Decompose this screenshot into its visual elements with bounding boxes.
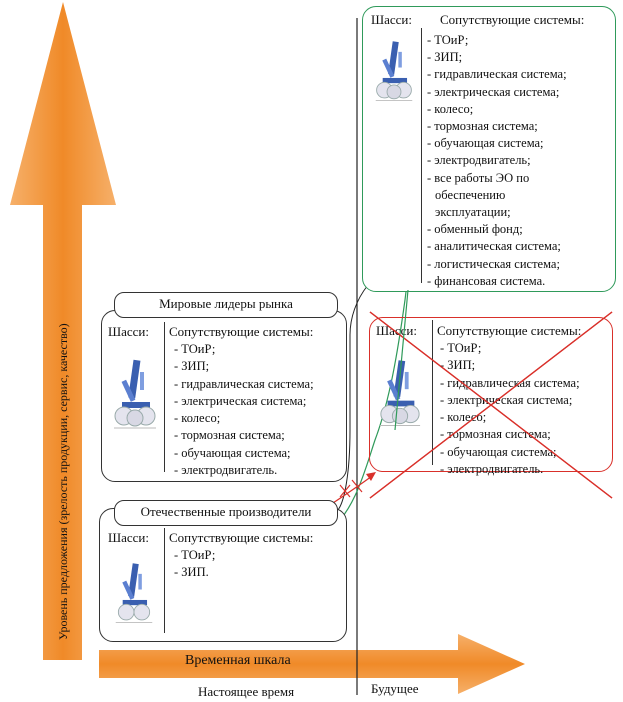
list-item: - логистическая система; — [427, 256, 560, 271]
list-item: эксплуатации; — [435, 205, 511, 220]
future-target-systems-title: Сопутствующие системы: — [440, 12, 585, 27]
horizontal-axis-label: Временная шкала — [185, 653, 291, 668]
list-item: - тормозная система; — [427, 119, 538, 134]
list-item: - обучающая система; — [427, 136, 544, 151]
landing-gear-icon — [115, 563, 153, 623]
domestic-chassis-label: Шасси: — [108, 530, 149, 545]
world-leaders-list: - ТОиР; - ЗИП; - гидравлическая система;… — [174, 341, 314, 479]
list-item: - тормозная система; — [440, 427, 551, 442]
domestic-systems-title: Сопутствующие системы: — [169, 530, 314, 545]
list-item: - ЗИП. — [174, 565, 209, 580]
world-leaders-systems-title: Сопутствующие системы: — [169, 324, 314, 339]
landing-gear-icon — [379, 360, 421, 426]
list-item: - обменный фонд; — [427, 222, 523, 237]
list-item: - электродвигатель. — [440, 462, 544, 477]
list-item: обеспечению — [435, 187, 506, 202]
world-leaders-box — [101, 310, 347, 482]
future-target-divider — [421, 28, 422, 283]
future-rejected-chassis-label: Шасси: — [376, 323, 417, 338]
list-item: - гидравлическая система; — [440, 375, 580, 390]
present-label: Настоящее время — [198, 684, 295, 699]
list-item: - гидравлическая система; — [174, 376, 314, 391]
list-item: - аналитическая система; — [427, 239, 561, 254]
world-leaders-title: Мировые лидеры рынка — [114, 292, 338, 318]
list-item: - финансовая система. — [427, 273, 546, 288]
future-target-box — [362, 6, 616, 292]
landing-gear-icon — [114, 359, 156, 429]
list-item: - электрическая система; — [440, 392, 573, 407]
list-item: - электрическая система; — [427, 84, 560, 99]
future-label: Будущее — [371, 681, 419, 696]
list-item: - колесо; — [427, 101, 474, 116]
list-item: - обучающая система; — [174, 445, 291, 460]
vertical-axis-arrow — [10, 2, 116, 660]
list-item: - электродвигатель; — [427, 153, 531, 168]
list-item: - обучающая система; — [440, 444, 557, 459]
list-item: - электродвигатель. — [174, 463, 278, 478]
list-item: - ТОиР; — [440, 341, 482, 355]
world-leaders-chassis-label: Шасси: — [108, 324, 149, 339]
list-item: - все работы ЭО по — [427, 170, 530, 185]
future-rejected-list: - ТОиР; - ЗИП; - гидравлическая система;… — [440, 340, 580, 478]
future-rejected-systems-title: Сопутствующие системы: — [437, 323, 582, 338]
future-rejected-divider — [432, 320, 433, 465]
list-item: - колесо; — [174, 411, 221, 426]
list-item: - тормозная система; — [174, 428, 285, 443]
list-item: - гидравлическая система; — [427, 67, 567, 82]
domestic-list: - ТОиР; - ЗИП. — [174, 547, 215, 582]
domestic-divider — [164, 528, 165, 633]
world-leaders-divider — [164, 322, 165, 472]
future-target-chassis-label: Шасси: — [371, 12, 412, 27]
list-item: - ЗИП; — [427, 50, 463, 65]
list-item: - ТОиР; — [427, 33, 469, 47]
list-item: - электрическая система; — [174, 393, 307, 408]
vertical-axis-label: Уровень предложения (зрелость продукции,… — [56, 323, 70, 640]
list-item: - колесо; — [440, 410, 487, 425]
future-target-list: - ТОиР; - ЗИП; - гидравлическая система;… — [427, 32, 567, 290]
list-item: - ЗИП; — [440, 358, 476, 373]
list-item: - ТОиР; — [174, 548, 216, 562]
landing-gear-icon — [375, 41, 413, 101]
list-item: - ТОиР; — [174, 342, 216, 356]
connector-domestic-to-leaders — [335, 284, 369, 513]
horizontal-axis-arrow — [99, 634, 525, 694]
domestic-title: Отечественные производители — [114, 500, 338, 526]
list-item: - ЗИП; — [174, 359, 210, 374]
